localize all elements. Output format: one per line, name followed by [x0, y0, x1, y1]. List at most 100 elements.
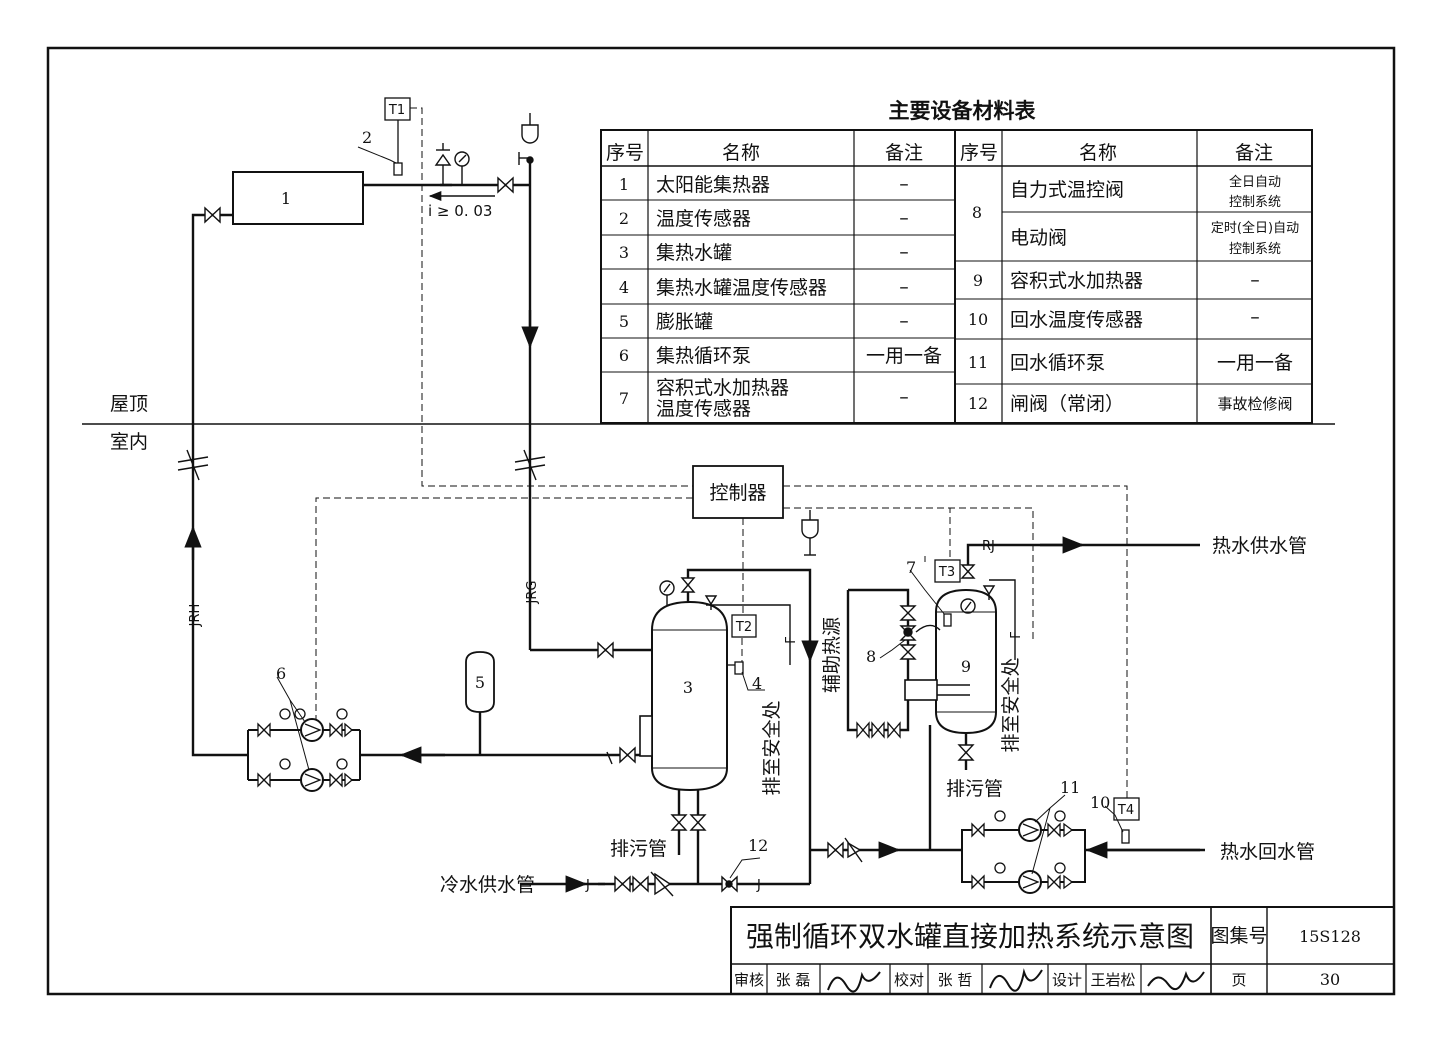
page-number: 30 — [1320, 970, 1340, 989]
table-row-name: 回水循环泵 — [1010, 352, 1105, 374]
table-row-no: 11 — [968, 353, 988, 372]
collector-tank — [639, 600, 728, 792]
check-label: 校对 — [894, 971, 924, 989]
table-row-no: 5 — [619, 312, 629, 331]
pipe-code-rj: RJ — [982, 539, 995, 554]
pipe-code-j1: J — [585, 878, 590, 893]
table-row-note: – — [1250, 269, 1260, 291]
designer-signature — [1147, 971, 1205, 991]
table-row-no: 1 — [619, 175, 629, 194]
controller — [692, 465, 784, 519]
table-row-no: 3 — [619, 243, 629, 262]
table-row-note: – — [1250, 306, 1260, 328]
table-row-no: 9 — [973, 271, 983, 290]
drawing-title: 强制循环双水罐直接加热系统示意图 — [746, 920, 1194, 953]
control-wiring — [315, 107, 1128, 798]
table-row-no: 6 — [619, 346, 629, 365]
equipment-table: 主要设备材料表 序号 名称 备注 序号 名称 备注 1 太阳能集热器 – 2 温… — [600, 99, 1313, 424]
pump-valves — [257, 708, 353, 788]
table-row-note: – — [899, 386, 909, 408]
table-row-note: 一用一备 — [1217, 352, 1293, 374]
table-row-note: – — [899, 207, 909, 229]
table-row-name: 容积式水加热器 — [656, 377, 789, 399]
item-number: 2 — [362, 128, 372, 147]
drain-label-2: 排污管 — [946, 778, 1003, 800]
header-note-right: 备注 — [1235, 142, 1273, 164]
header-name-left: 名称 — [722, 142, 760, 164]
heater-temperature-sensor — [943, 613, 952, 627]
drawing-frame — [46, 46, 1396, 996]
temperature-sensor-2 — [393, 162, 403, 176]
controller-label: 控制器 — [709, 482, 766, 504]
return-pump-group — [961, 818, 1086, 894]
table-row-name: 温度传感器 — [656, 398, 751, 420]
table-row-name: 温度传感器 — [656, 208, 751, 230]
heater-drain-valve — [957, 744, 975, 761]
indoor-label: 室内 — [110, 431, 148, 453]
item-number: 12 — [748, 836, 768, 855]
table-row-note: 控制系统 — [1229, 242, 1281, 257]
item-number: 6 — [276, 664, 286, 683]
heater-top-fittings — [960, 564, 996, 614]
page-label: 页 — [1231, 971, 1246, 989]
pipe-code-jrh: JRH — [188, 604, 203, 628]
reviewer-signature — [827, 971, 881, 993]
pipe-break — [177, 449, 546, 481]
hot-water-return-label: 热水回水管 — [1220, 841, 1315, 863]
table-row-name: 容积式水加热器 — [1010, 270, 1143, 292]
reviewer-name: 张 磊 — [776, 971, 811, 989]
table-row-note: 控制系统 — [1229, 195, 1281, 210]
pipe-code-j2: J — [756, 878, 761, 893]
item-number: 8 — [866, 647, 876, 666]
table-row-no: 8 — [972, 203, 982, 222]
header-note-left: 备注 — [885, 142, 923, 164]
drain-label-1: 排污管 — [610, 838, 667, 860]
table-row-name: 电动阀 — [1010, 227, 1067, 249]
review-label: 审核 — [734, 971, 764, 989]
air-vent-roof — [434, 143, 470, 185]
expansion-tank — [465, 651, 495, 713]
atlas-number: 15S128 — [1299, 927, 1361, 946]
item-number: 1 — [281, 189, 291, 208]
discharge-label-2: 排至安全处 — [1000, 657, 1022, 752]
sensor-tag-label: T4 — [1117, 803, 1134, 818]
checker-name: 张 哲 — [938, 971, 973, 989]
return-temperature-sensor — [1121, 829, 1130, 844]
collector-tank-sensor — [734, 661, 744, 675]
pipe-code-jrg: JRG — [525, 581, 540, 605]
temperature-control-valve — [899, 605, 941, 660]
solar-collector — [232, 171, 364, 225]
check-valve — [827, 837, 863, 863]
design-label: 设计 — [1052, 971, 1082, 989]
header-no-left: 序号 — [606, 142, 644, 164]
item-number: 5 — [475, 673, 485, 692]
aux-heat-source-label: 辅助热源 — [821, 617, 843, 693]
table-row-no: 2 — [619, 209, 629, 228]
sensor-tag-t2 — [731, 614, 757, 638]
table-row-note: – — [899, 310, 909, 332]
table-row-name: 膨胀罐 — [656, 311, 713, 333]
table-row-name: 集热水罐 — [656, 242, 732, 264]
roof-label: 屋顶 — [110, 393, 148, 415]
table-row-note: 定时(全日)自动 — [1211, 220, 1299, 236]
pipe-code-f1: F — [784, 636, 799, 643]
table-row-no: 4 — [619, 278, 629, 297]
sensor-tag-label: T1 — [388, 103, 405, 118]
tank-top-fittings — [659, 577, 718, 610]
sensor-tag-label: T2 — [735, 620, 752, 635]
table-row-no: 7 — [619, 389, 629, 408]
item-number: 9 — [961, 657, 971, 676]
table-row-note: 事故检修阀 — [1217, 395, 1292, 413]
sensor-tag-t3 — [934, 559, 961, 583]
table-row-note: – — [899, 173, 909, 195]
table-row-name: 集热循环泵 — [656, 345, 751, 367]
drain-valves — [670, 814, 707, 831]
pipe-code-f2: F — [1009, 631, 1024, 638]
table-row-name: 太阳能集热器 — [656, 174, 770, 196]
table-row-name: 回水温度传感器 — [1010, 309, 1143, 331]
table-title: 主要设备材料表 — [889, 99, 1037, 123]
table-row-note: 一用一备 — [866, 345, 942, 367]
table-row-name: 集热水罐温度传感器 — [656, 277, 827, 299]
sensor-tag-label: T3 — [938, 565, 955, 580]
